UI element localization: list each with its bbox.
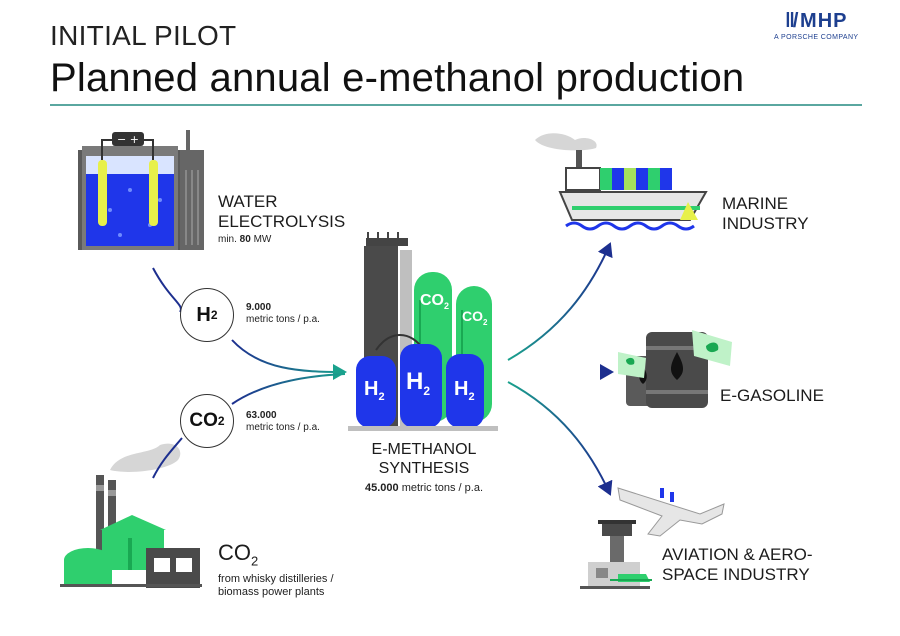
- electrolysis-label-line2: ELECTROLYSIS: [218, 212, 346, 231]
- container-ship-icon: [535, 133, 708, 231]
- synthesis-plant-icon: [348, 232, 498, 431]
- mhp-logo: ‖/ MHP A PORSCHE COMPANY: [774, 10, 858, 41]
- electrolysis-label: WATER ELECTROLYSIS: [218, 192, 345, 232]
- tank-label-co2-left: CO2: [420, 292, 450, 312]
- co2-source-note: from whisky distilleries / biomass power…: [218, 573, 334, 599]
- output-egasoline-line1: E-GASOLINE: [720, 386, 824, 405]
- synthesis-label: E-METHANOL SYNTHESIS: [346, 440, 502, 478]
- synthesis-amount: 45.000 metric tons / p.a.: [364, 482, 484, 494]
- output-marine-label: MARINE INDUSTRY: [722, 194, 809, 234]
- airplane-icon: [617, 487, 725, 537]
- co2-source-note-line2: biomass power plants: [218, 586, 325, 598]
- logo-brand: ‖/ MHP: [784, 10, 848, 32]
- svg-text:− +: − +: [117, 133, 139, 146]
- electrolysis-label-line1: WATER: [218, 192, 278, 211]
- co2-source-label: CO2: [218, 540, 259, 569]
- tank-label-h2-left: H2: [364, 378, 385, 403]
- page-title: Planned annual e-methanol production: [50, 56, 745, 100]
- tank-label-h2-right: H2: [454, 378, 475, 403]
- airport-tower-icon: [580, 520, 652, 589]
- output-aviation-line1: AVIATION & AERO-: [662, 545, 813, 564]
- output-egasoline-label: E-GASOLINE: [720, 386, 824, 406]
- synthesis-label-line1: E-METHANOL: [371, 441, 477, 458]
- electrolysis-icon: − +: [78, 130, 204, 250]
- output-aviation-line2: SPACE INDUSTRY: [662, 565, 810, 584]
- output-aviation-label: AVIATION & AERO- SPACE INDUSTRY: [662, 545, 813, 585]
- co2-plant-icon: [60, 443, 202, 588]
- synthesis-label-line2: SYNTHESIS: [378, 460, 470, 477]
- co2-source-note-line1: from whisky distilleries /: [218, 573, 334, 585]
- fuel-barrels-icon: [618, 330, 732, 408]
- electrolysis-note: min. 80 MW: [218, 234, 272, 245]
- tank-label-h2-center: H2: [406, 368, 431, 398]
- tank-label-co2-right: CO2: [462, 308, 488, 327]
- title-divider: [50, 104, 862, 106]
- output-marine-line1: MARINE: [722, 194, 789, 213]
- kicker-title: INITIAL PILOT: [50, 20, 237, 51]
- logo-subtitle: A PORSCHE COMPANY: [774, 34, 859, 41]
- output-marine-line2: INDUSTRY: [722, 214, 809, 233]
